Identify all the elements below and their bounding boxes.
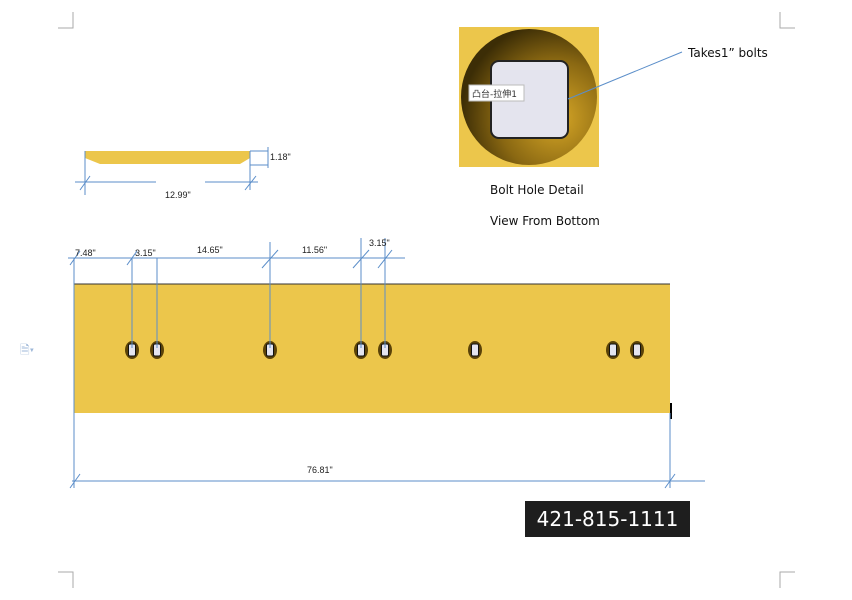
dim-3-15-b: 3.15" [369, 238, 390, 248]
bolt-hole-square [609, 343, 617, 357]
bolt-callout: Takes1” bolts [687, 46, 768, 60]
overall-length-dimension: 76.81" [307, 465, 333, 475]
part-number-label: 421-815-1111 [525, 501, 690, 537]
length-dimension: 12.99" [165, 190, 191, 200]
document-options-icon[interactable]: 🗎▾ [20, 343, 35, 357]
dim-3-15-a: 3.15" [135, 248, 156, 258]
dim-11-56: 11.56" [302, 245, 327, 255]
bolt-hole-square [471, 343, 479, 357]
height-dimension: 1.18" [270, 152, 291, 162]
feature-tooltip: 凸台-拉伸1 [472, 88, 517, 100]
bolt-hole-detail: 凸台-拉伸1 Takes1” bolts Bolt Hole Detail Vi… [459, 27, 768, 228]
side-view: 1.18" 12.99" [75, 147, 291, 200]
view-caption: View From Bottom [490, 214, 600, 228]
blade-top-view: 7.48" 3.15" 14.65" 11.56" 3.15" 76.81" [68, 238, 705, 489]
dim-14-65: 14.65" [197, 245, 223, 255]
bolt-hole-square [633, 343, 641, 357]
dim-7-48: 7.48" [75, 248, 96, 258]
page-corner-marks [58, 12, 795, 588]
detail-caption: Bolt Hole Detail [490, 183, 584, 197]
